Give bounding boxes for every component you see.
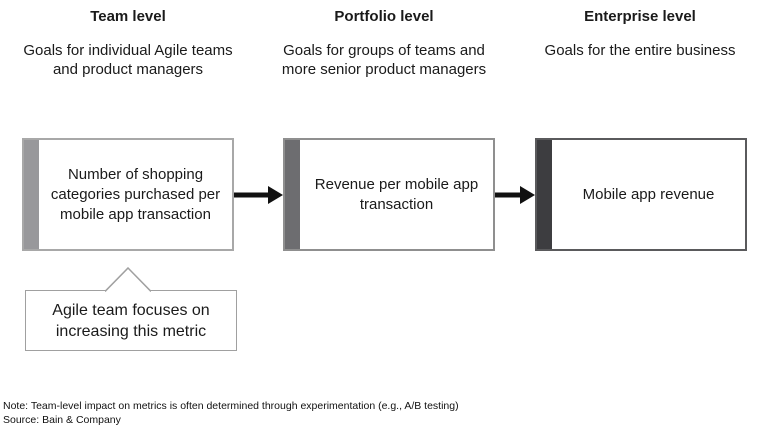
column-description-portfolio: Goals for groups of teams and more senio…: [256, 41, 512, 79]
column-title-portfolio: Portfolio level: [334, 8, 434, 25]
column-title-team: Team level: [90, 8, 166, 25]
metric-box-portfolio-level-bar: [285, 140, 300, 249]
footer-note: Note: Team-level impact on metrics is of…: [3, 400, 459, 412]
column-description-enterprise-text: Goals for the entire business: [544, 42, 736, 59]
metric-box-team-level-bar: [24, 140, 39, 249]
metric-box-enterprise-level-bar: [537, 140, 552, 249]
flow-arrow-portfolio-to-enterprise: [495, 186, 535, 204]
callout-box: Agile team focuses on increasing this me…: [25, 290, 237, 351]
metric-box-team-label: Number of shopping categories purchased …: [50, 165, 221, 223]
metric-box-portfolio: Revenue per mobile app transaction: [283, 138, 495, 251]
callout-text: Agile team focuses on increasing this me…: [52, 301, 210, 340]
metric-box-team: Number of shopping categories purchased …: [22, 138, 234, 251]
metric-box-enterprise-label: Mobile app revenue: [582, 185, 715, 203]
footer-source: Source: Bain & Company: [3, 413, 121, 426]
column-title-enterprise: Enterprise level: [584, 8, 696, 25]
callout-pointer-icon: [105, 267, 151, 292]
metric-box-enterprise: Mobile app revenue: [535, 138, 747, 251]
footer: Note: Team-level impact on metrics is of…: [3, 400, 459, 427]
column-description-team: Goals for individual Agile teams and pro…: [0, 41, 256, 79]
column-description-team-text: Goals for individual Agile teams and pro…: [23, 42, 233, 78]
column-description-enterprise: Goals for the entire business: [512, 41, 768, 60]
flow-arrow-team-to-portfolio: [234, 186, 283, 204]
metric-box-portfolio-label: Revenue per mobile app transaction: [314, 175, 479, 213]
column-description-portfolio-text: Goals for groups of teams and more senio…: [281, 42, 487, 78]
